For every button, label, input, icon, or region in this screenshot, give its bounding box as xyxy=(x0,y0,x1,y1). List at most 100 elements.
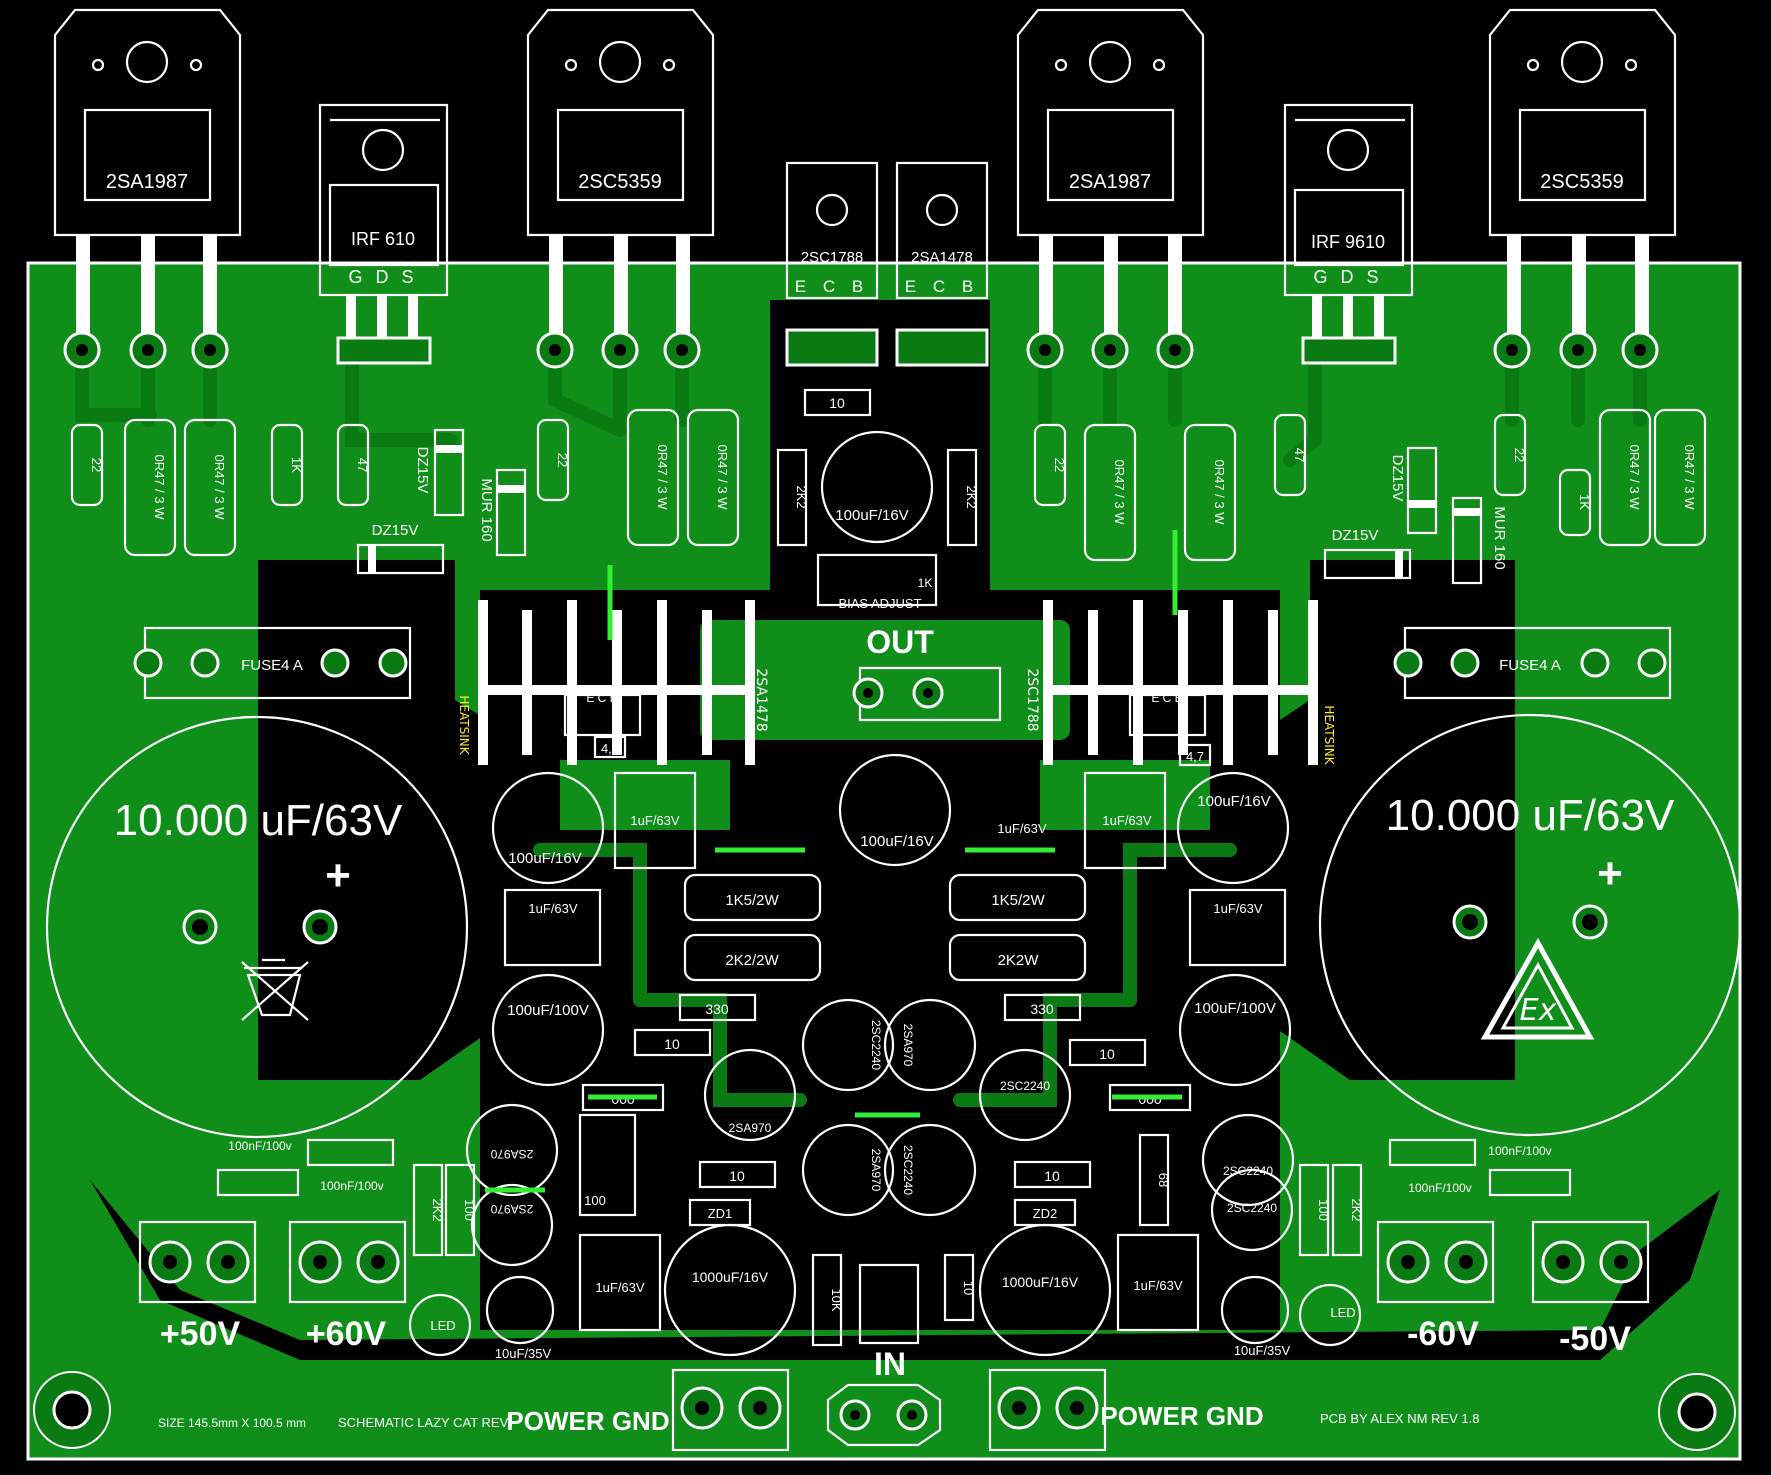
r-047-g: 0R47 / 3 W xyxy=(1627,444,1642,510)
q-2sa1478-label: 2SA1478 xyxy=(753,668,769,731)
r-330-a: 330 xyxy=(705,1001,729,1017)
t-2sa970-c: 2SA970 xyxy=(869,1149,883,1192)
m2-label: IRF 9610 xyxy=(1311,232,1385,252)
resistors-top-left: 22 0R47 / 3 W 0R47 / 3 W 1K 47 22 0R47 /… xyxy=(70,408,740,557)
label-plus-50v: +50V xyxy=(160,1315,241,1353)
out-label: OUT xyxy=(866,624,934,660)
r-2k2-2w-b: 2K2W xyxy=(998,952,1040,969)
t-2sa970-b: 2SA970 xyxy=(729,1121,772,1135)
c-100n-a: 100nF/100v xyxy=(228,1139,291,1153)
r-47-a: 47 xyxy=(355,458,370,472)
c-1000u-b: 1000uF/16V xyxy=(1002,1274,1079,1290)
r-330-b: 330 xyxy=(1030,1001,1054,1017)
m1-label: IRF 610 xyxy=(351,229,415,249)
r-1k-a: 1K xyxy=(289,457,304,473)
r-4-7-a: 4,7 xyxy=(601,741,619,756)
big-cap-left: 10.000 uF/63V + xyxy=(45,715,469,1139)
r-047-e: 0R47 / 3 W xyxy=(1112,459,1127,525)
c-1u63-g: 1uF/63V xyxy=(1133,1278,1182,1293)
r-22-b: 22 xyxy=(555,453,570,467)
c-100u16-bias: 100uF/16V xyxy=(835,507,908,524)
heatsink-label-right: HEATSINK xyxy=(1322,705,1336,765)
ecb-right: E C B xyxy=(1151,691,1182,705)
trimmer-100: 100 xyxy=(584,1193,606,1208)
d2-2sa1478: 2SA1478 E C B xyxy=(895,161,989,300)
svg-text:Ex: Ex xyxy=(1520,993,1557,1028)
c-1u63-c: 1uF/63V xyxy=(997,821,1046,836)
r-047-h: 0R47 / 3 W xyxy=(1682,444,1697,510)
m2-pins: G D S xyxy=(1313,267,1382,287)
r-047-c: 0R47 / 3 W xyxy=(655,444,670,510)
r-2k2-c: 2K2 xyxy=(430,1198,445,1221)
c-100n-d: 100nF/100v xyxy=(1408,1181,1471,1195)
d1-label: 2SC1788 xyxy=(801,249,864,266)
r-10-d: 10 xyxy=(1044,1168,1060,1184)
r-10-a: 10 xyxy=(664,1036,680,1052)
q3-label: 2SA1987 xyxy=(1069,171,1151,193)
fuse-left-label: FUSE4 A xyxy=(241,657,303,674)
dz15v-h-b: DZ15V xyxy=(1332,527,1379,544)
q4-2sc5359: 2SC5359 xyxy=(1488,8,1677,237)
dz15v-v-a: DZ15V xyxy=(414,447,431,494)
diodes-top: DZ15V MUR 160 DZ15V DZ15V DZ15V MUR 160 xyxy=(356,428,1508,585)
big-cap-right: 10.000 uF/63V + Ex xyxy=(1318,713,1742,1137)
inner-copper xyxy=(560,620,1210,830)
ex-warning-icon: Ex xyxy=(1480,937,1595,1040)
zd1: ZD1 xyxy=(708,1206,733,1221)
t-2sc2240-b: 2SC2240 xyxy=(1000,1079,1050,1093)
mur160-b: MUR 160 xyxy=(1491,506,1508,569)
c-1000u-a: 1000uF/16V xyxy=(692,1269,769,1285)
heatsink-right: HEATSINK 2SC1788 xyxy=(1024,600,1336,766)
r-10k: 10K xyxy=(829,1288,844,1311)
r-1k5-2w-b: 1K5/2W xyxy=(991,892,1045,909)
big-cap-right-plus: + xyxy=(1597,849,1623,898)
c-1u63-e: 1uF/63V xyxy=(1213,901,1262,916)
recycle-bin-icon xyxy=(241,958,309,1021)
c-1u63-b: 1uF/63V xyxy=(1102,813,1151,828)
power-gnd-left: POWER GND xyxy=(506,1406,669,1436)
r-22-d: 22 xyxy=(1512,448,1527,462)
label-minus-60v: -60V xyxy=(1407,1315,1479,1353)
q1-label: 2SA1987 xyxy=(106,171,188,193)
m1-irf610: IRF 610 G D S xyxy=(318,103,449,345)
dz15v-h-a: DZ15V xyxy=(372,522,419,539)
d2-pins: E C B xyxy=(905,277,979,296)
fuse-right: FUSE4 A xyxy=(1393,626,1672,700)
heatsink-label-left: HEATSINK xyxy=(457,695,471,755)
r-100-a: 100 xyxy=(462,1199,477,1221)
r-4-7-b: 4,7 xyxy=(1186,749,1204,764)
c-1u63-d: 1uF/63V xyxy=(528,901,577,916)
fuse-right-label: FUSE4 A xyxy=(1499,657,1561,674)
led-right: LED xyxy=(1330,1305,1355,1320)
pcb-credit-label: PCB BY ALEX NM REV 1.8 xyxy=(1320,1411,1479,1426)
t-2sc2240-e: 2SC2240 xyxy=(1227,1201,1277,1215)
board-size-label: SIZE 145.5mm X 100.5 mm xyxy=(158,1416,306,1430)
bias-adjust-label: BIAS ADJUST xyxy=(838,596,921,611)
t-2sa970-d: 2SA970 xyxy=(490,1147,533,1161)
r-10-b: 10 xyxy=(1099,1046,1115,1062)
power-gnd-right: POWER GND xyxy=(1100,1401,1263,1431)
schematic-label: SCHEMATIC LAZY CAT REV xyxy=(338,1415,509,1430)
c-100u16-r: 100uF/16V xyxy=(1197,793,1270,810)
pads-top xyxy=(63,328,1659,369)
label-plus-60v: +60V xyxy=(306,1315,387,1353)
r-047-b: 0R47 / 3 W xyxy=(212,454,227,520)
q1-2sa1987: 2SA1987 xyxy=(53,8,242,237)
heatsink-left: HEATSINK 2SA1478 xyxy=(457,600,769,765)
bottom-labels: +50V +60V -60V -50V IN POWER GND POWER G… xyxy=(158,1315,1631,1436)
q2-label: 2SC5359 xyxy=(578,171,661,193)
q2-2sc5359: 2SC5359 xyxy=(526,8,715,237)
t-2sc2240-a: 2SC2240 xyxy=(869,1020,883,1070)
bias-area: 10 2K2 2K2 100uF/16V BIAS ADJUST 1K xyxy=(776,388,979,611)
d1-2sc1788: 2SC1788 E C B xyxy=(785,161,879,300)
fuse-left: FUSE4 A xyxy=(133,626,412,700)
r-1k-b: 1K xyxy=(1577,494,1592,510)
dz15v-v-b: DZ15V xyxy=(1389,455,1406,502)
r-22-a: 22 xyxy=(89,458,104,472)
big-cap-right-label: 10.000 uF/63V xyxy=(1386,791,1675,840)
c-1u63-a: 1uF/63V xyxy=(630,813,679,828)
q4-label: 2SC5359 xyxy=(1540,171,1623,193)
c-100u16-c: 100uF/16V xyxy=(860,833,933,850)
zd2: ZD2 xyxy=(1033,1206,1058,1221)
